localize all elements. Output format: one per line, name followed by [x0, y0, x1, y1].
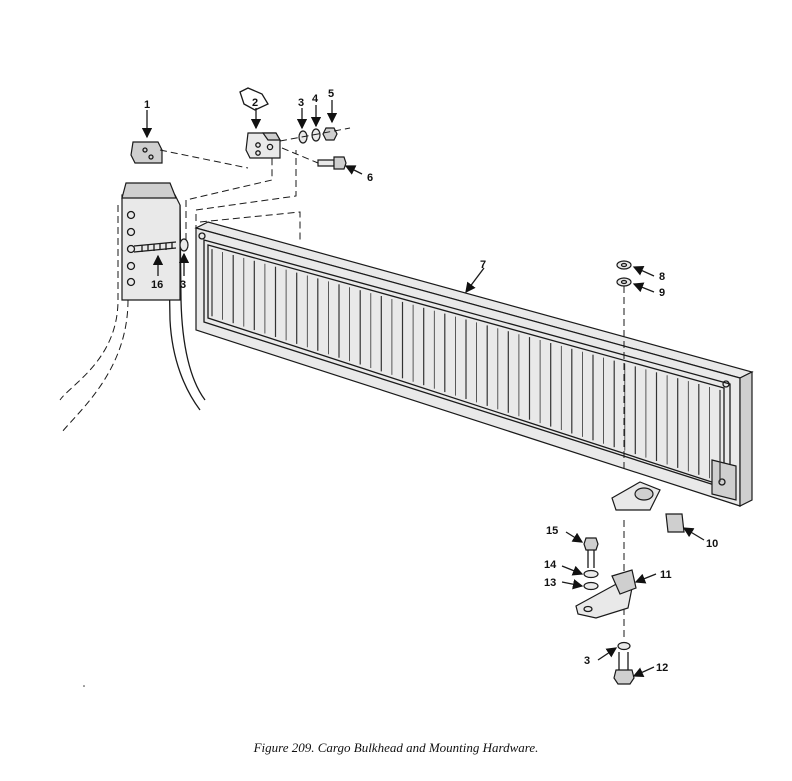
callout-4: 4 — [312, 93, 319, 105]
callout-15: 15 — [546, 525, 558, 537]
lower-bolt-assembly — [583, 537, 599, 591]
side-bolt — [133, 238, 189, 253]
bottom-bolt-assembly — [613, 641, 635, 685]
callout-5: 5 — [328, 88, 334, 100]
stake-post — [59, 182, 206, 433]
callout-7: 7 — [480, 259, 486, 271]
callout-13: 13 — [544, 577, 556, 589]
callout-12: 12 — [656, 662, 668, 674]
lower-mount-plate — [611, 481, 661, 511]
callout-10: 10 — [706, 538, 718, 550]
callout-3-side: 3 — [180, 279, 186, 291]
callout-3-bottom: 3 — [584, 655, 590, 667]
right-washers — [616, 260, 632, 287]
callout-9: 9 — [659, 287, 665, 299]
top-bolt — [317, 156, 347, 170]
post-cap-block — [130, 141, 163, 164]
callout-16: 16 — [151, 279, 163, 291]
spacer-block — [665, 513, 685, 533]
figure-caption: Figure 209. Cargo Bulkhead and Mounting … — [253, 740, 539, 755]
callout-2: 2 — [252, 97, 258, 109]
callout-14: 14 — [544, 559, 557, 571]
cargo-bulkhead-panel — [194, 221, 754, 507]
lower-angle-bracket — [575, 569, 637, 619]
callout-11: 11 — [660, 569, 672, 581]
callout-6: 6 — [367, 172, 373, 184]
bulkhead-slats — [211, 249, 721, 482]
callout-3-top: 3 — [298, 97, 304, 109]
top-washer-stack — [298, 127, 338, 144]
angle-bracket — [245, 132, 282, 159]
callout-1: 1 — [144, 99, 150, 111]
callout-8: 8 — [659, 271, 665, 283]
